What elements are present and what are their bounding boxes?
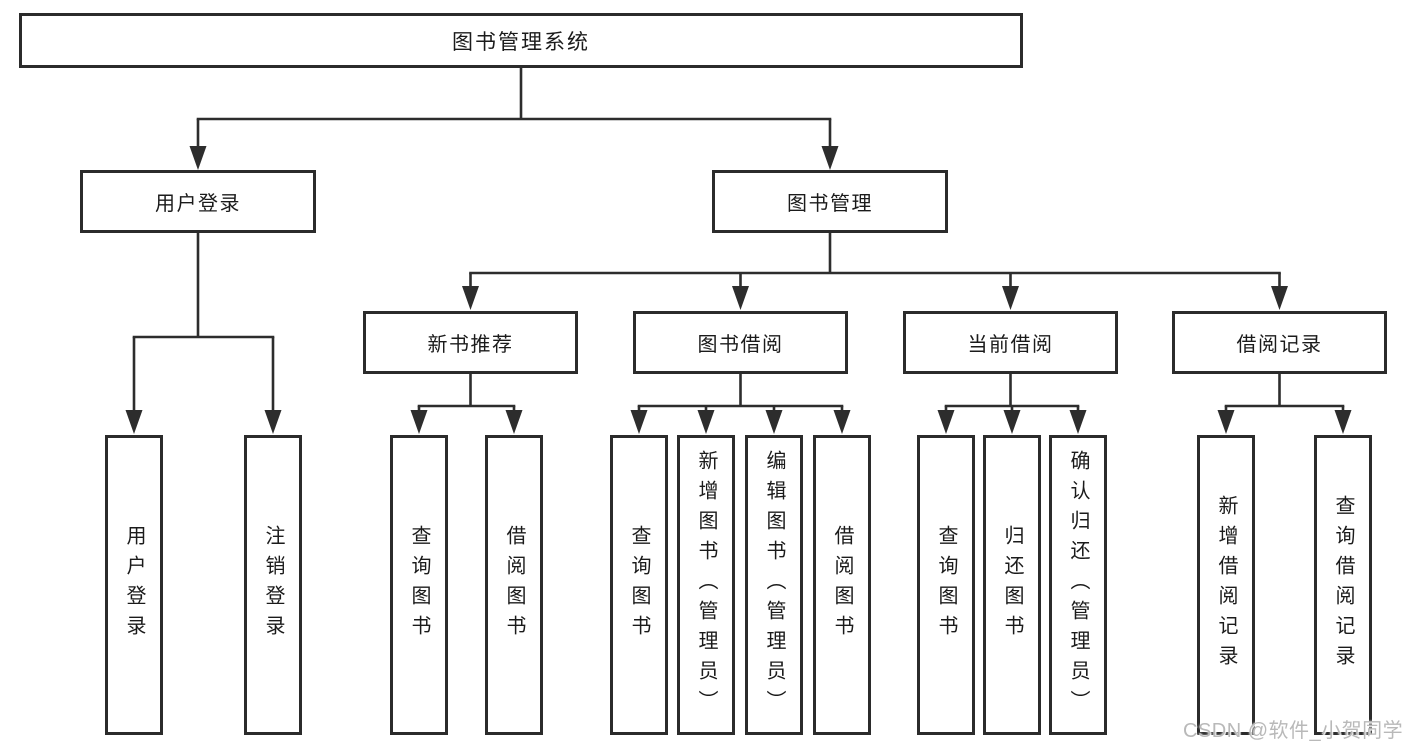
arrowhead-icon	[697, 410, 715, 434]
csdn-watermark: CSDN @软件_小贺同学	[1183, 720, 1404, 742]
arrowhead-icon	[1334, 410, 1352, 434]
arrowhead-icon	[505, 410, 523, 434]
node-root: 图书管理系统	[19, 13, 1023, 68]
node-label-recd-query-record: 查询借阅记录	[1332, 495, 1354, 675]
arrowhead-icon	[189, 146, 207, 170]
node-label-borrow-records: 借阅记录	[1236, 334, 1323, 356]
node-label-login-user: 用户登录	[123, 525, 145, 645]
node-label-book-borrow: 图书借阅	[697, 334, 784, 356]
node-bor-query-books: 查询图书	[610, 435, 668, 735]
node-label-new-book-rec: 新书推荐	[427, 334, 514, 356]
node-book-borrow: 图书借阅	[633, 311, 848, 374]
node-cur-confirm-return: 确认归还（管理员）	[1049, 435, 1107, 735]
node-rec-borrow-books: 借阅图书	[485, 435, 543, 735]
node-borrow-records: 借阅记录	[1172, 311, 1387, 374]
node-label-current-borrow: 当前借阅	[967, 334, 1054, 356]
arrowhead-icon	[732, 286, 749, 310]
arrowhead-icon	[1271, 286, 1288, 310]
arrowhead-icon	[833, 410, 851, 434]
node-rec-query-books: 查询图书	[390, 435, 448, 735]
arrowhead-icon	[264, 410, 282, 434]
node-label-bor-add-books: 新增图书（管理员）	[695, 450, 717, 720]
node-login-user: 用户登录	[105, 435, 163, 735]
arrowhead-icon	[1217, 410, 1235, 434]
node-login-logout: 注销登录	[244, 435, 302, 735]
arrowhead-icon	[821, 146, 839, 170]
node-label-login-logout: 注销登录	[262, 525, 284, 645]
node-label-cur-query-books: 查询图书	[935, 525, 957, 645]
node-new-book-rec: 新书推荐	[363, 311, 578, 374]
node-label-bor-query-books: 查询图书	[628, 525, 650, 645]
node-label-bor-borrow-books: 借阅图书	[831, 525, 853, 645]
arrowhead-icon	[1002, 286, 1019, 310]
node-cur-query-books: 查询图书	[917, 435, 975, 735]
arrowhead-icon	[765, 410, 783, 434]
node-bor-borrow-books: 借阅图书	[813, 435, 871, 735]
arrowhead-icon	[1003, 410, 1021, 434]
node-cur-return-books: 归还图书	[983, 435, 1041, 735]
node-recd-add-record: 新增借阅记录	[1197, 435, 1255, 735]
arrowhead-icon	[937, 410, 955, 434]
node-bor-add-books: 新增图书（管理员）	[677, 435, 735, 735]
node-label-bor-edit-books: 编辑图书（管理员）	[763, 450, 785, 720]
node-label-rec-query-books: 查询图书	[408, 525, 430, 645]
node-book-mgmt: 图书管理	[712, 170, 948, 233]
arrowhead-icon	[410, 410, 428, 434]
node-label-recd-add-record: 新增借阅记录	[1215, 495, 1237, 675]
arrowhead-icon	[462, 286, 479, 310]
arrowhead-icon	[1069, 410, 1087, 434]
node-label-cur-return-books: 归还图书	[1001, 525, 1023, 645]
node-label-user-login: 用户登录	[155, 193, 241, 215]
arrowhead-icon	[630, 410, 648, 434]
arrowhead-icon	[125, 410, 143, 434]
node-bor-edit-books: 编辑图书（管理员）	[745, 435, 803, 735]
node-label-root: 图书管理系统	[452, 30, 590, 54]
node-user-login: 用户登录	[80, 170, 316, 233]
node-label-cur-confirm-return: 确认归还（管理员）	[1067, 450, 1089, 720]
node-current-borrow: 当前借阅	[903, 311, 1118, 374]
node-label-rec-borrow-books: 借阅图书	[503, 525, 525, 645]
node-recd-query-record: 查询借阅记录	[1314, 435, 1372, 735]
node-label-book-mgmt: 图书管理	[787, 193, 873, 215]
